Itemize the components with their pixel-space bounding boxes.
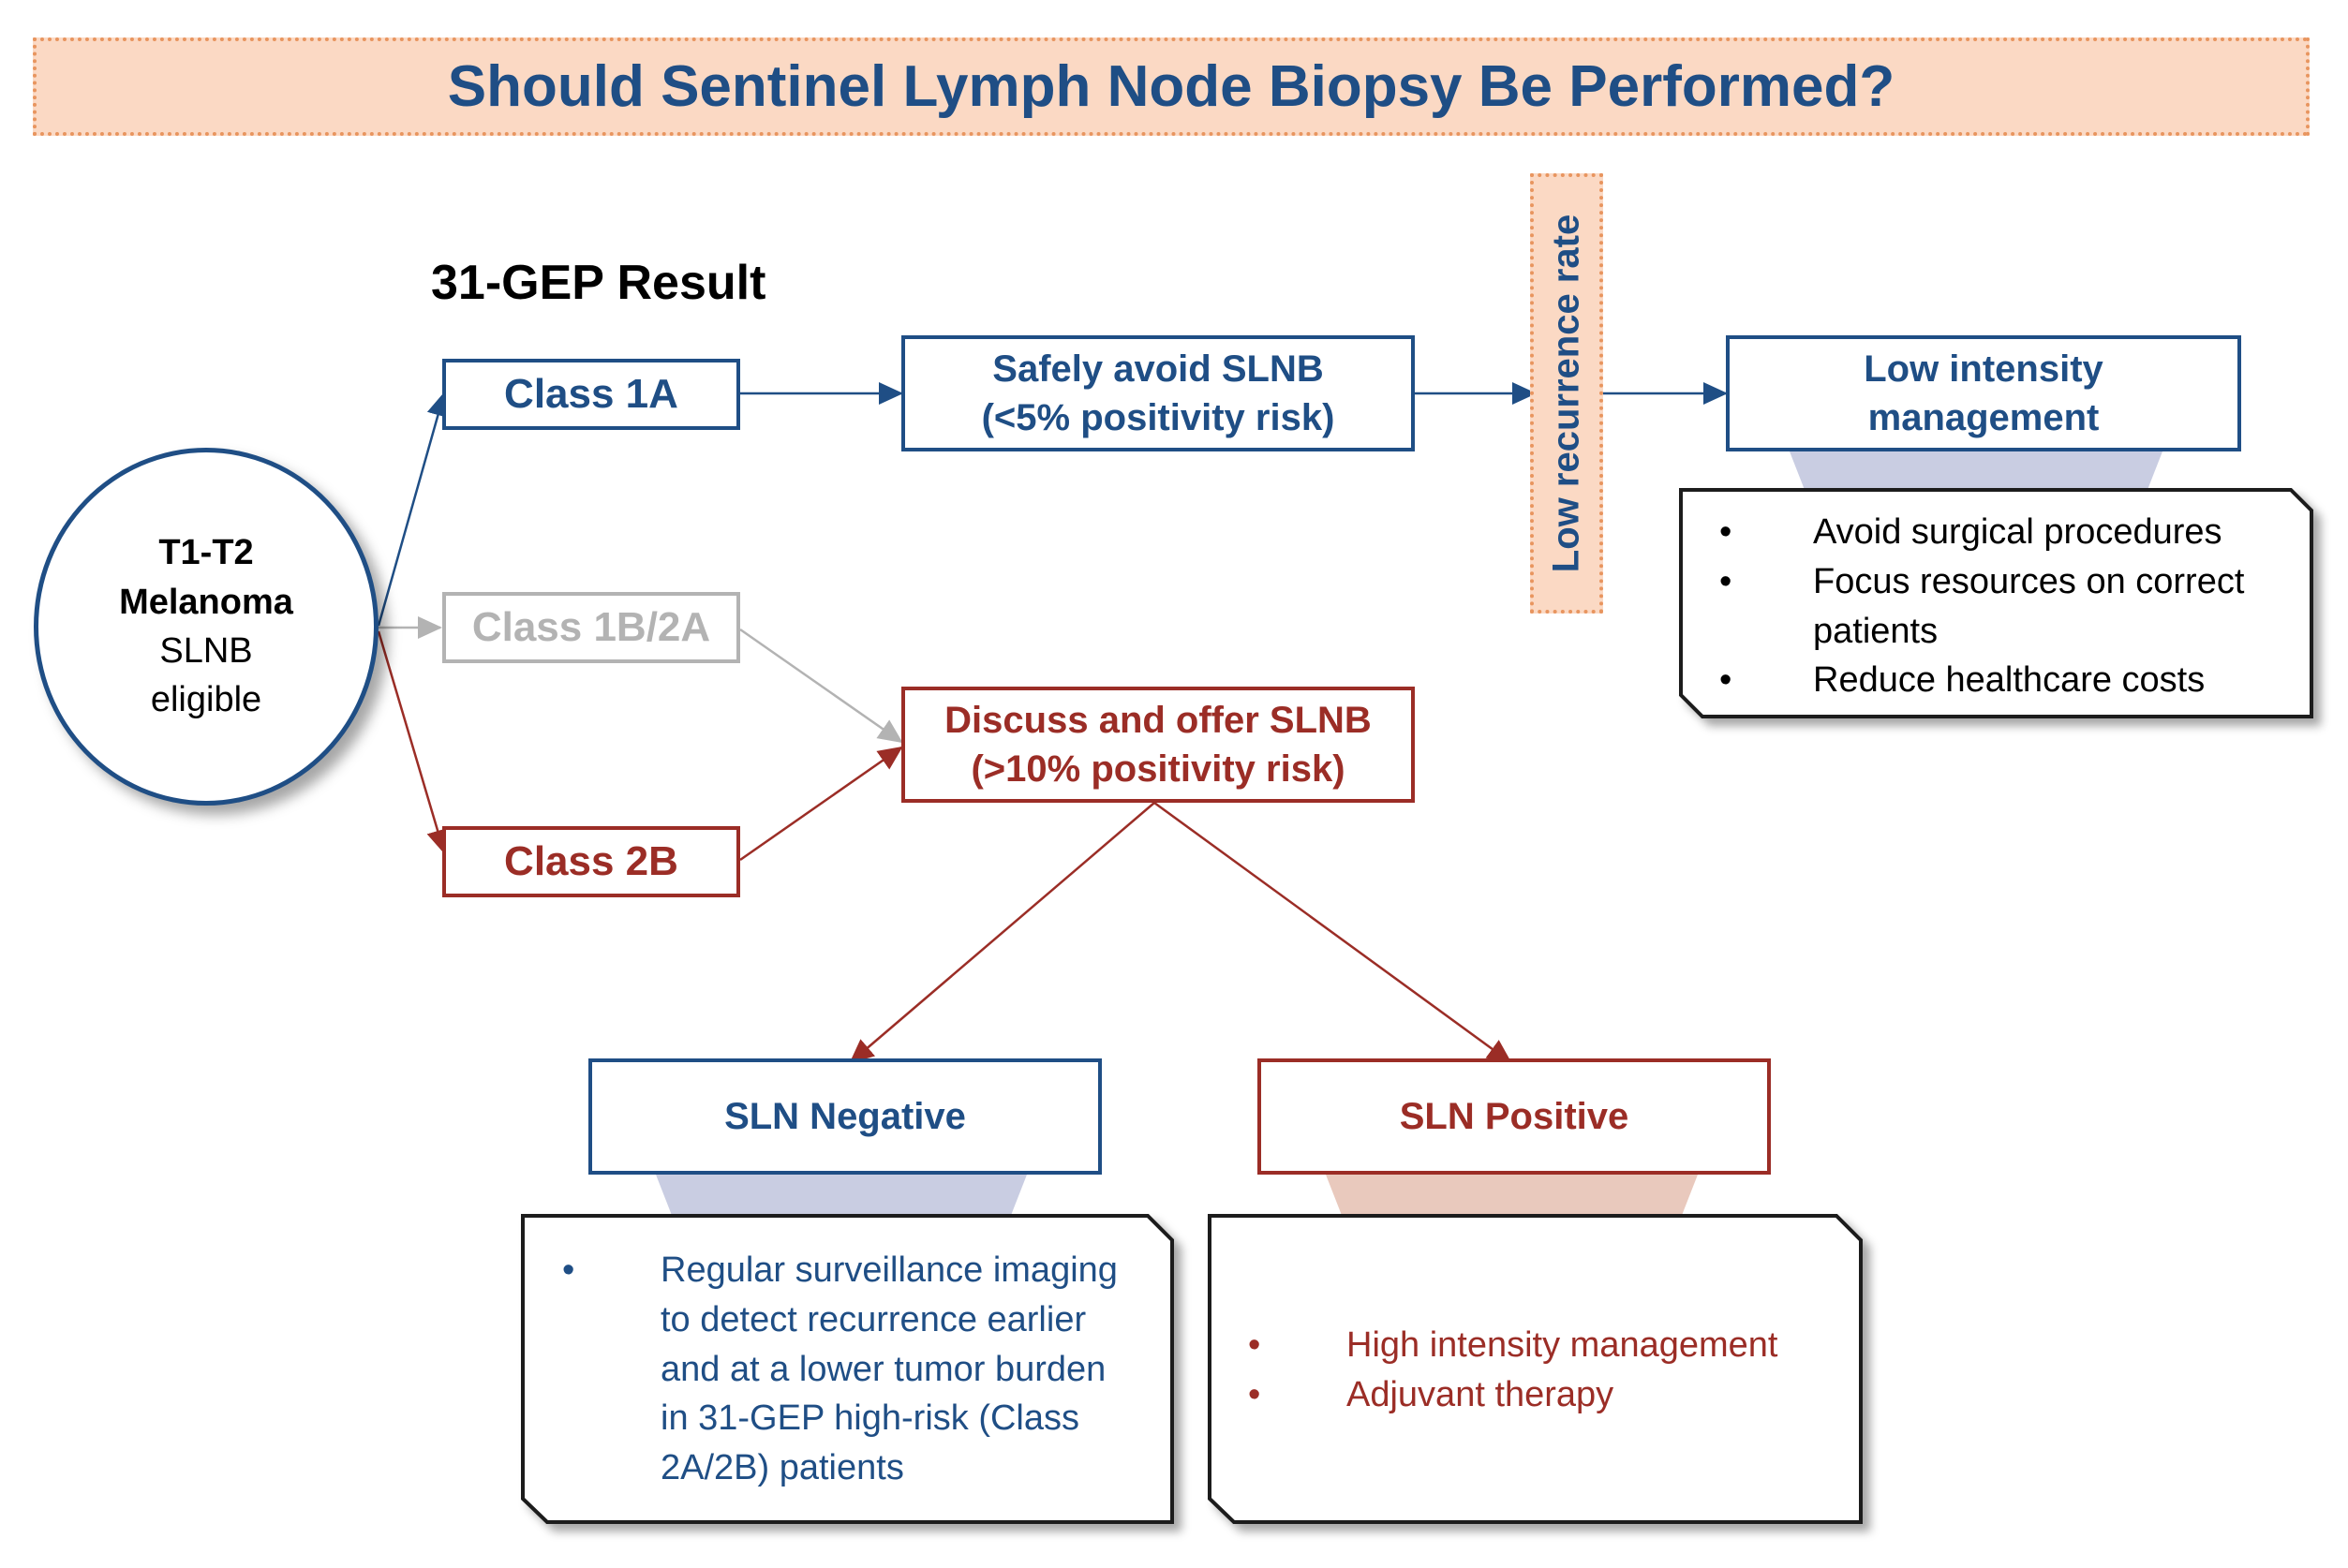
sln-negative-box: SLN Negative bbox=[588, 1058, 1102, 1175]
arrow-to-class-1a bbox=[377, 392, 450, 627]
start-node-melanoma: T1-T2 Melanoma SLNB eligible bbox=[34, 448, 379, 806]
list-item: •Regular surveillance imaging to detect … bbox=[534, 1246, 1152, 1493]
funnel-sln-positive bbox=[1326, 1175, 1698, 1218]
start-line-4: eligible bbox=[150, 680, 262, 720]
low-intensity-line-2: management bbox=[1867, 397, 2100, 438]
sln-negative-callout: •Regular surveillance imaging to detect … bbox=[534, 1246, 1152, 1493]
discuss-line-1: Discuss and offer SLNB bbox=[944, 700, 1372, 741]
funnel-sln-negative bbox=[656, 1175, 1027, 1218]
arrow-to-class-2b bbox=[377, 630, 449, 854]
sln-negative-points: •Regular surveillance imaging to detect … bbox=[534, 1246, 1152, 1493]
callout-low-intensity-shape bbox=[1679, 488, 2313, 718]
arrow-discuss-to-negative bbox=[849, 802, 1155, 1064]
list-item: •High intensity management bbox=[1220, 1321, 1848, 1370]
class-1a-box: Class 1A bbox=[442, 359, 740, 430]
funnel-low-intensity bbox=[1790, 451, 2162, 495]
bullet-icon: • bbox=[1719, 512, 1732, 552]
arrow-2b-to-discuss bbox=[739, 746, 903, 862]
list-item: •Avoid surgical procedures bbox=[1687, 508, 2286, 557]
start-line-3: SLNB bbox=[159, 631, 253, 671]
start-line-1: T1-T2 bbox=[158, 533, 254, 573]
class-2b-box: Class 2B bbox=[442, 826, 740, 897]
bullet-icon: • bbox=[1248, 1325, 1261, 1365]
sln-positive-callout: •High intensity management •Adjuvant the… bbox=[1220, 1321, 1848, 1420]
low-recurrence-bar: Low recurrence rate bbox=[1530, 173, 1603, 614]
avoid-line-1: Safely avoid SLNB bbox=[992, 348, 1324, 390]
low-intensity-callout: •Avoid surgical procedures •Focus resour… bbox=[1687, 508, 2286, 705]
start-line-2: Melanoma bbox=[119, 582, 293, 622]
arrow-1b2a-to-discuss bbox=[739, 628, 903, 744]
discuss-slnb-box: Discuss and offer SLNB (>10% positivity … bbox=[901, 687, 1415, 803]
low-intensity-box: Low intensity management bbox=[1726, 335, 2241, 451]
low-intensity-points: •Avoid surgical procedures •Focus resour… bbox=[1687, 508, 2286, 705]
list-item: •Reduce healthcare costs bbox=[1687, 656, 2286, 705]
low-recurrence-label: Low recurrence rate bbox=[1545, 214, 1587, 573]
list-item: •Focus resources on correct patients bbox=[1687, 557, 2286, 657]
result-heading: 31-GEP Result bbox=[431, 256, 766, 310]
bullet-icon: • bbox=[562, 1250, 575, 1290]
bullet-icon: • bbox=[1719, 660, 1732, 701]
avoid-slnb-box: Safely avoid SLNB (<5% positivity risk) bbox=[901, 335, 1415, 451]
bullet-icon: • bbox=[1248, 1374, 1261, 1414]
callout-sln-positive-shape bbox=[1208, 1214, 1863, 1524]
low-intensity-line-1: Low intensity bbox=[1864, 348, 2103, 390]
sln-positive-box: SLN Positive bbox=[1257, 1058, 1771, 1175]
page-title: Should Sentinel Lymph Node Biopsy Be Per… bbox=[33, 37, 2310, 136]
class-1b2a-box: Class 1B/2A bbox=[442, 592, 740, 663]
avoid-line-2: (<5% positivity risk) bbox=[981, 397, 1335, 438]
bullet-icon: • bbox=[1719, 561, 1732, 601]
discuss-line-2: (>10% positivity risk) bbox=[971, 748, 1345, 790]
arrow-discuss-to-positive bbox=[1153, 801, 1512, 1064]
callout-sln-negative-shape bbox=[521, 1214, 1174, 1524]
sln-positive-points: •High intensity management •Adjuvant the… bbox=[1220, 1321, 1848, 1420]
list-item: •Adjuvant therapy bbox=[1220, 1370, 1848, 1420]
